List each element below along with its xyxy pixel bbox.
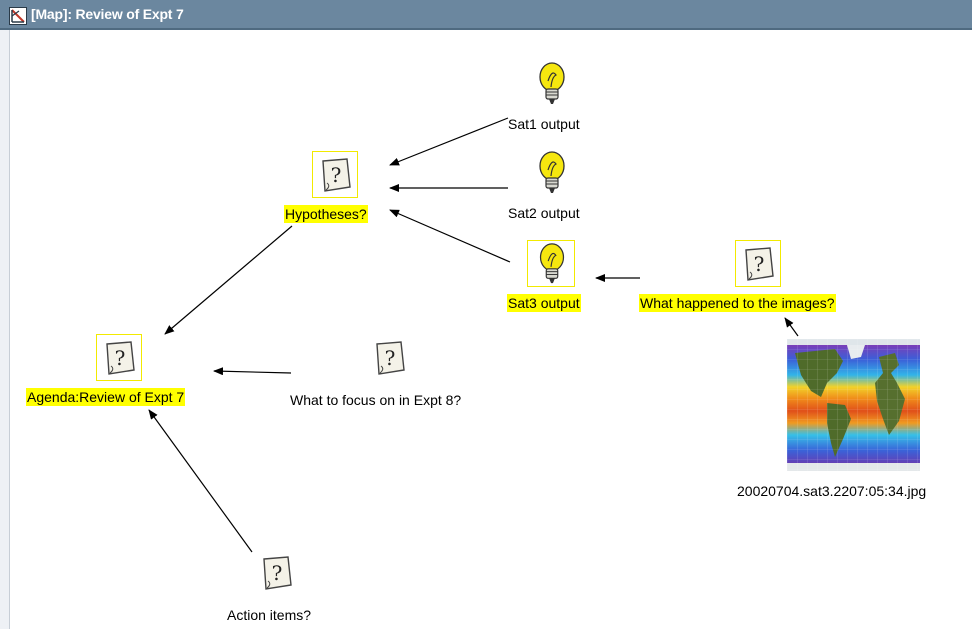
node-selection-box[interactable]: [527, 240, 575, 287]
node-label[interactable]: What happened to the images?: [639, 294, 836, 312]
link-sat3-to-hypotheses[interactable]: [389, 209, 511, 263]
svg-text:?: ?: [272, 561, 283, 585]
question-note-icon[interactable]: ?: [373, 340, 407, 376]
question-note-icon: ?: [745, 247, 774, 281]
svg-text:?: ?: [115, 346, 126, 370]
node-label[interactable]: Sat1 output: [508, 116, 580, 132]
link-focus-to-agenda[interactable]: [213, 367, 292, 376]
svg-text:?: ?: [385, 346, 396, 370]
question-note-icon: ?: [322, 158, 351, 192]
lightbulb-icon[interactable]: [538, 150, 566, 196]
window-titlebar[interactable]: [Map]: Review of Expt 7: [0, 0, 972, 30]
map-window-icon: [9, 7, 27, 25]
question-note-icon: ?: [106, 341, 135, 375]
svg-text:?: ?: [331, 163, 342, 187]
node-selection-box[interactable]: ?: [96, 334, 142, 381]
node-label[interactable]: Action items?: [227, 607, 312, 623]
node-label[interactable]: What to focus on in Expt 8?: [290, 392, 462, 408]
node-selection-box[interactable]: ?: [312, 151, 358, 198]
node-selection-box[interactable]: ?: [735, 240, 781, 287]
window-left-border: [0, 30, 10, 629]
link-actions-to-agenda[interactable]: [148, 409, 253, 553]
link-hypotheses-to-agenda[interactable]: [164, 225, 293, 335]
ocean-temperature-map-thumbnail[interactable]: [787, 339, 920, 471]
question-note-icon[interactable]: ?: [260, 555, 294, 591]
lightbulb-icon: [539, 243, 565, 284]
node-label[interactable]: Sat2 output: [508, 205, 580, 221]
node-label[interactable]: Hypotheses?: [284, 205, 368, 223]
node-label[interactable]: Agenda:Review of Expt 7: [26, 388, 186, 406]
window-title: [Map]: Review of Expt 7: [31, 6, 184, 22]
link-sat1-to-hypotheses[interactable]: [389, 117, 509, 166]
svg-text:?: ?: [754, 252, 765, 276]
node-label[interactable]: 20020704.sat3.2207:05:34.jpg: [737, 483, 927, 499]
lightbulb-icon[interactable]: [538, 61, 566, 107]
node-label[interactable]: Sat3 output: [507, 294, 581, 312]
link-image-to-what-happened[interactable]: [784, 317, 799, 337]
